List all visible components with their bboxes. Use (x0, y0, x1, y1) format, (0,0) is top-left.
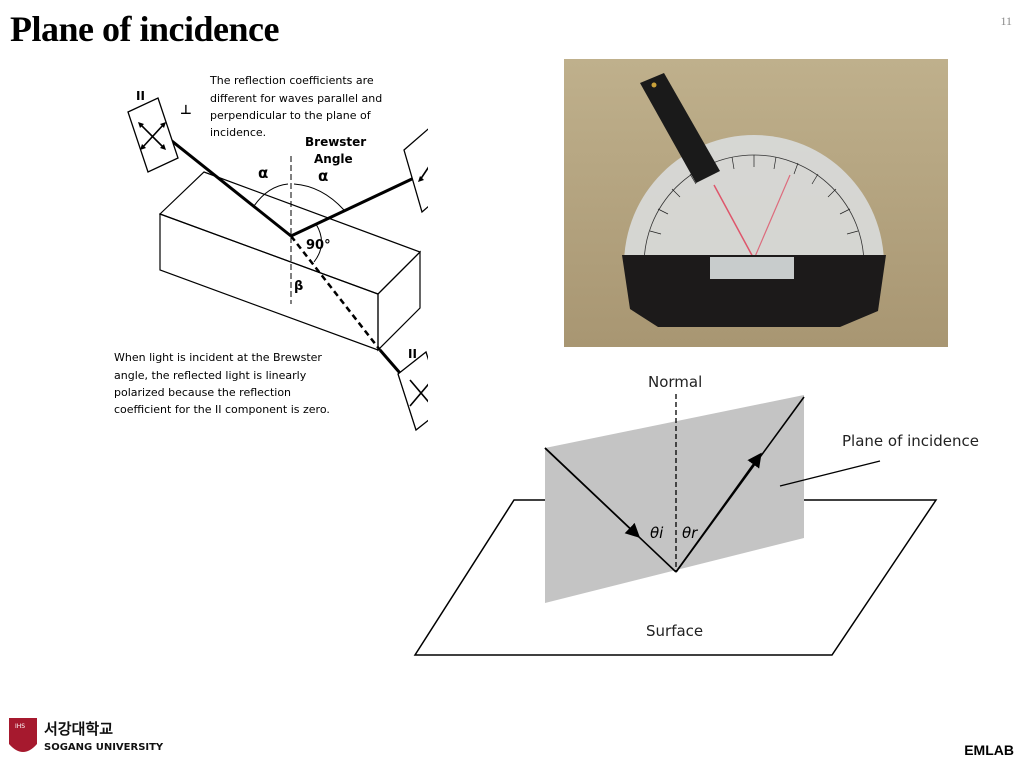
protractor-photo (564, 59, 948, 347)
english-name: SOGANG UNIVERSITY (44, 742, 164, 753)
parallel-symbol-bottom: II (408, 347, 417, 361)
slide-title: Plane of incidence (10, 9, 279, 49)
caption-bottom-line: polarized because the reflection (114, 386, 291, 399)
plane-label-pointer (779, 460, 881, 487)
right-angle-label: 90° (306, 238, 331, 253)
sogang-university-logo: IHS 서강대학교 SOGANG UNIVERSITY (9, 718, 164, 753)
parallel-symbol-top: II (136, 89, 145, 103)
page-number: 11 (1000, 14, 1012, 28)
caption-top-line: The reflection coefficients are (209, 74, 374, 87)
perp-symbol-top: ⊥ (180, 103, 192, 118)
glass-block (158, 171, 422, 352)
alpha-left-label: α (258, 164, 268, 182)
beta-label: β (294, 279, 303, 294)
glass-sample (710, 257, 794, 279)
crest-text: IHS (15, 723, 25, 730)
brewster-angle-figure: The reflection coefficients are differen… (114, 74, 428, 432)
caption-top-line: perpendicular to the plane of (210, 109, 372, 122)
university-crest (9, 718, 37, 752)
transmitted-polarization-card (397, 350, 428, 432)
refracted-ray (290, 235, 381, 351)
caption-top-line: incidence. (210, 126, 266, 139)
footer-lab-name: EMLAB (964, 742, 1014, 758)
caption-bottom: When light is incident at the Brewster a… (114, 351, 330, 416)
incident-polarization-card (127, 97, 179, 173)
caption-top: The reflection coefficients are differen… (209, 74, 382, 139)
right-angle-arc (313, 223, 322, 263)
reflected-ray (290, 176, 415, 238)
plane-of-incidence-diagram: Normal Plane of incidence Surface θi θr (413, 373, 979, 656)
angle-label: Angle (314, 152, 353, 166)
incidence-plane (545, 395, 804, 603)
brewster-label: Brewster (305, 135, 366, 149)
protractor-base (622, 255, 886, 327)
laser-pointer (640, 73, 720, 183)
alpha-right-label: α (318, 167, 328, 185)
theta-i-label: θi (650, 524, 664, 542)
alpha-arc-right (293, 183, 345, 211)
caption-bottom-line: angle, the reflected light is linearly (114, 369, 307, 382)
alpha-arc-left (253, 183, 289, 207)
korean-name: 서강대학교 (44, 720, 113, 738)
laser-reflected (753, 174, 791, 260)
surface-label: Surface (646, 622, 703, 640)
caption-bottom-line: When light is incident at the Brewster (114, 351, 322, 364)
plane-label: Plane of incidence (842, 432, 979, 450)
caption-top-line: different for waves parallel and (210, 92, 382, 105)
theta-r-label: θr (682, 524, 698, 542)
caption-bottom-line: coefficient for the II component is zero… (114, 403, 330, 416)
reflected-polarization-card (403, 128, 428, 214)
laser-incident (713, 184, 755, 260)
normal-label: Normal (648, 373, 702, 391)
